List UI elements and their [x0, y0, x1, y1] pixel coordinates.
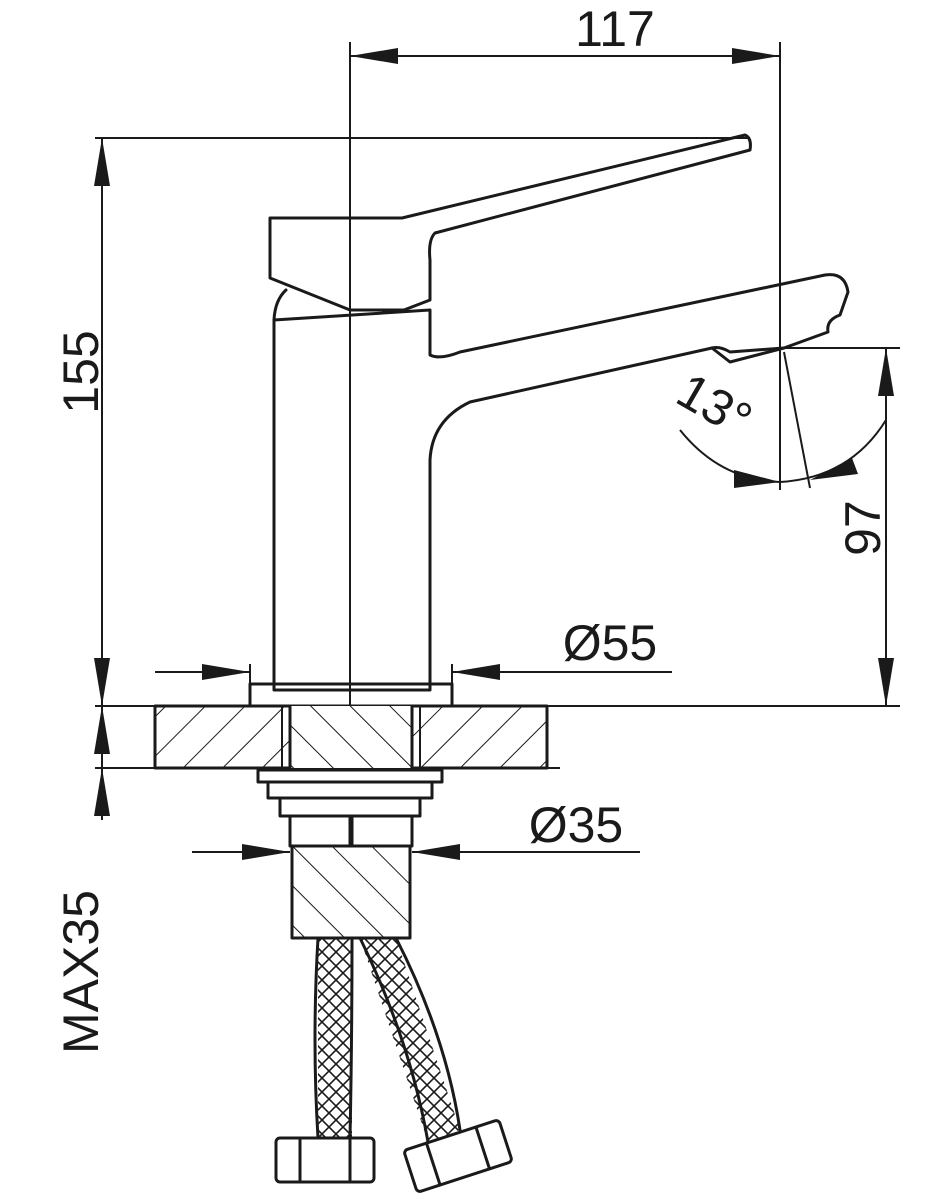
- dim-height-155: 155: [53, 137, 750, 706]
- hose-nut-right: [403, 1119, 513, 1193]
- dim-shank-diameter: Ø35: [192, 797, 640, 860]
- hose-left: [318, 938, 352, 1138]
- dim-155-label: 155: [53, 330, 109, 413]
- dim-base-diameter: Ø55: [155, 615, 672, 706]
- supply-hoses: [274, 936, 513, 1193]
- dim-13-label: 13°: [668, 362, 761, 448]
- hose-nut-left: [274, 1136, 376, 1184]
- dim-55-label: Ø55: [563, 615, 658, 671]
- dim-angle-13: 13°: [668, 351, 887, 489]
- hose-right: [360, 938, 460, 1142]
- dim-97-label: 97: [835, 500, 891, 556]
- body-column: [272, 273, 850, 692]
- lever-handle: [268, 133, 752, 312]
- dim-35-label: Ø35: [529, 797, 624, 853]
- countertop-section: [153, 704, 549, 770]
- mounting-shank: [256, 768, 444, 940]
- dim-max35-label: MAX35: [53, 890, 109, 1054]
- dim-117-label: 117: [575, 1, 655, 57]
- faucet-body: [248, 133, 850, 708]
- dim-width-117: 117: [349, 1, 781, 706]
